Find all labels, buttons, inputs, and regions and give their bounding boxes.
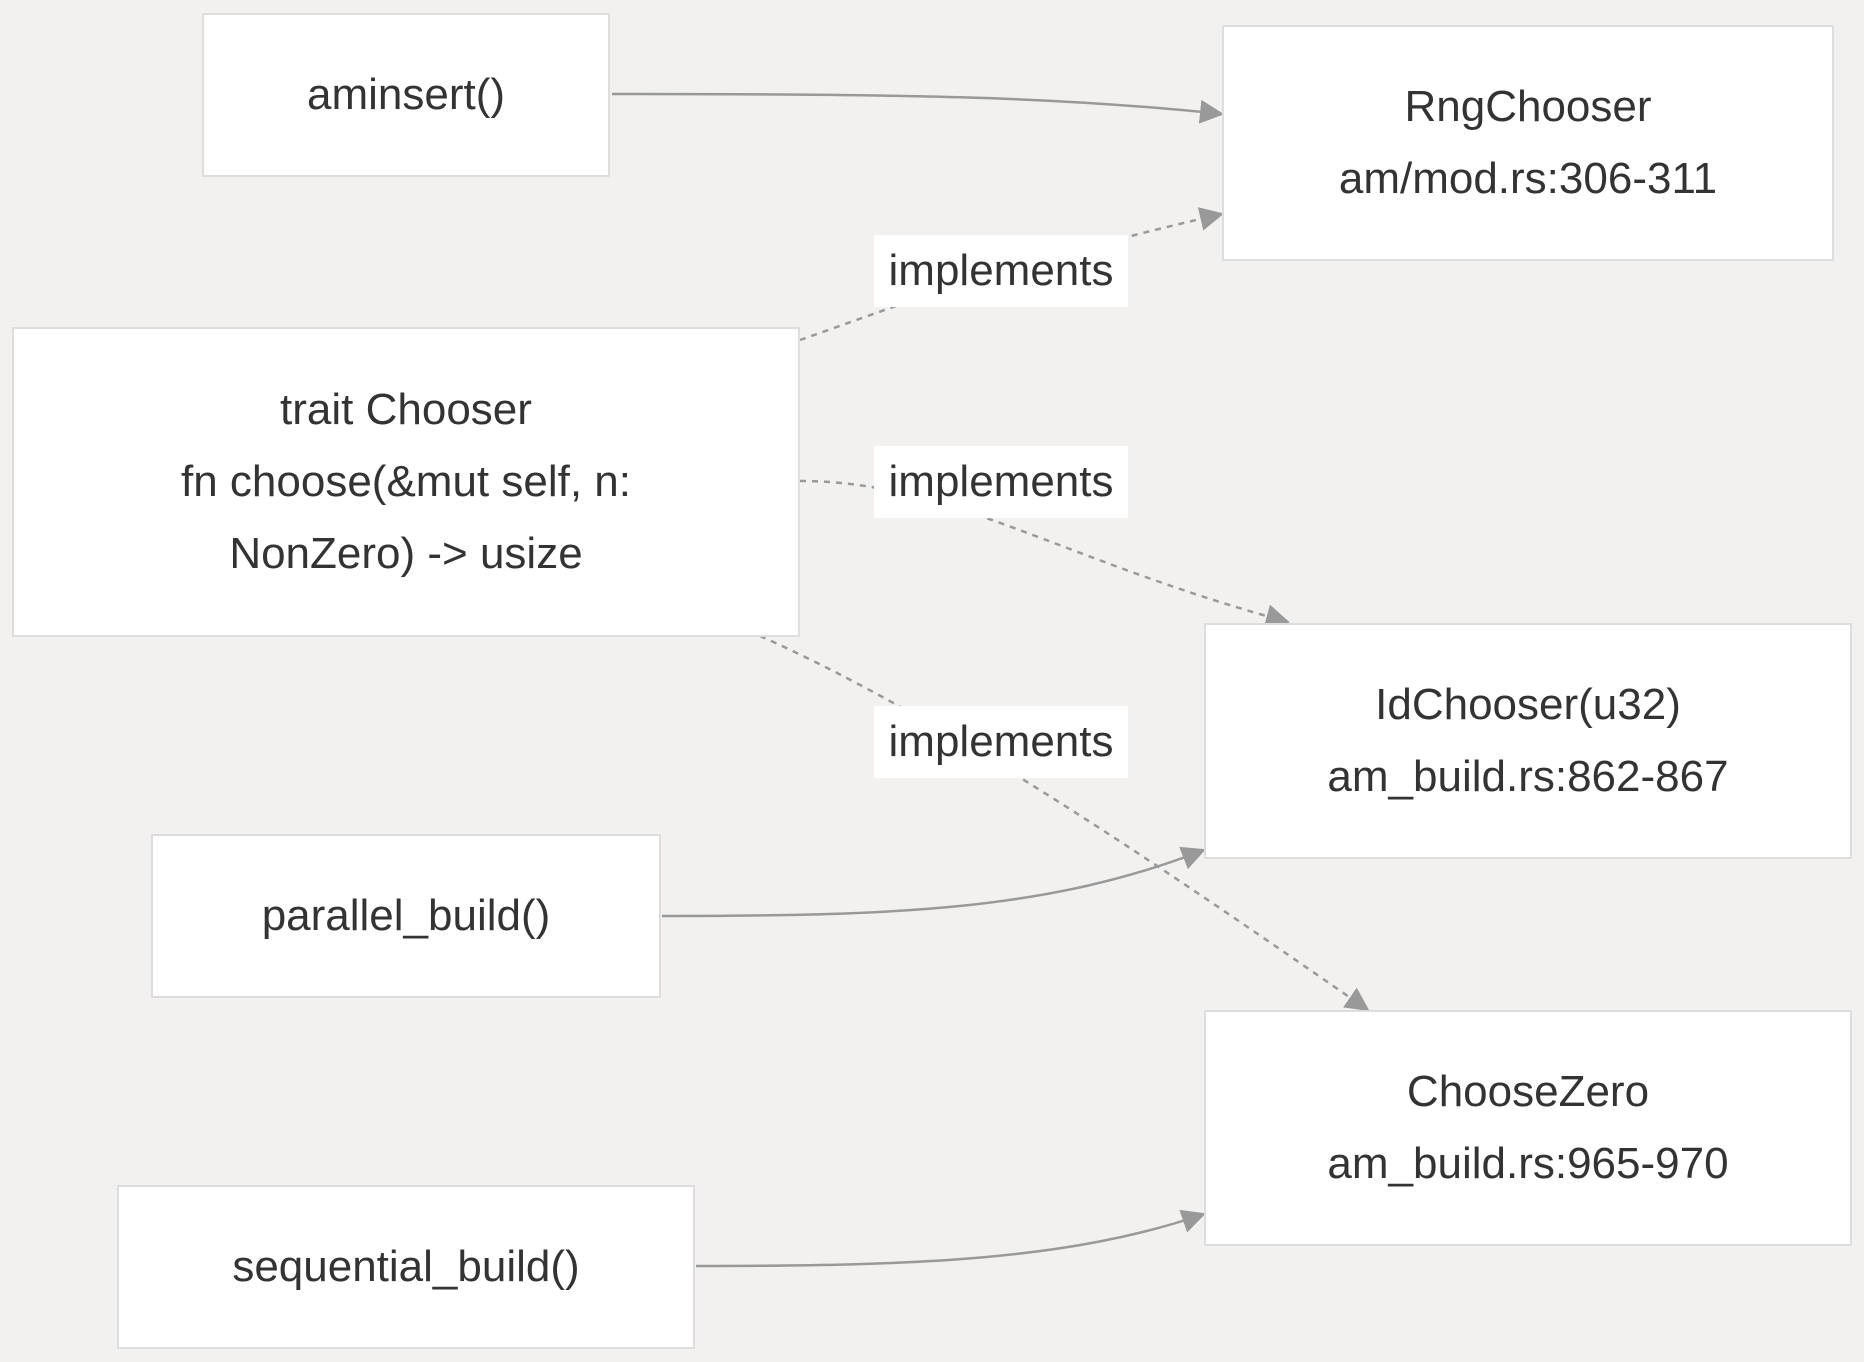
edge-label-implements-rngchooser: implements [874, 235, 1128, 307]
edge-trait-idchooser [799, 479, 1290, 628]
edge-trait-choosezero [759, 634, 1370, 1012]
node-trait-chooser-signature-2: NonZero) -> usize [229, 529, 583, 578]
node-rngchooser-title: RngChooser [1404, 82, 1652, 131]
node-rngchooser-location: am/mod.rs:306-311 [1338, 154, 1718, 203]
node-trait-chooser-title: trait Chooser [280, 385, 532, 434]
node-trait-chooser-signature-1: fn choose(&mut self, n: [181, 457, 631, 506]
node-choosezero-title: ChooseZero [1406, 1067, 1650, 1116]
edge-parallel-idchooser [661, 846, 1206, 918]
node-parallel-build-label: parallel_build() [261, 891, 551, 940]
node-choosezero[interactable]: ChooseZero am_build.rs:965-970 [1204, 1010, 1852, 1246]
node-sequential-build-label: sequential_build() [232, 1242, 580, 1291]
edge-label-implements-idchooser: implements [874, 446, 1128, 518]
edge-label-implements-choosezero: implements [874, 706, 1128, 778]
node-parallel-build[interactable]: parallel_build() [151, 834, 661, 998]
node-idchooser-title: IdChooser(u32) [1375, 680, 1681, 729]
node-idchooser[interactable]: IdChooser(u32) am_build.rs:862-867 [1204, 623, 1852, 859]
edge-sequential-choosezero [695, 1209, 1206, 1268]
node-rngchooser[interactable]: RngChooser am/mod.rs:306-311 [1222, 25, 1834, 261]
node-trait-chooser[interactable]: trait Chooser fn choose(&mut self, n: No… [12, 327, 800, 637]
node-idchooser-location: am_build.rs:862-867 [1327, 752, 1729, 801]
node-choosezero-location: am_build.rs:965-970 [1327, 1139, 1729, 1188]
node-sequential-build[interactable]: sequential_build() [117, 1185, 695, 1349]
node-aminsert-label: aminsert() [306, 70, 506, 119]
edge-aminsert-rngchooser [611, 92, 1224, 124]
node-aminsert[interactable]: aminsert() [202, 13, 610, 177]
